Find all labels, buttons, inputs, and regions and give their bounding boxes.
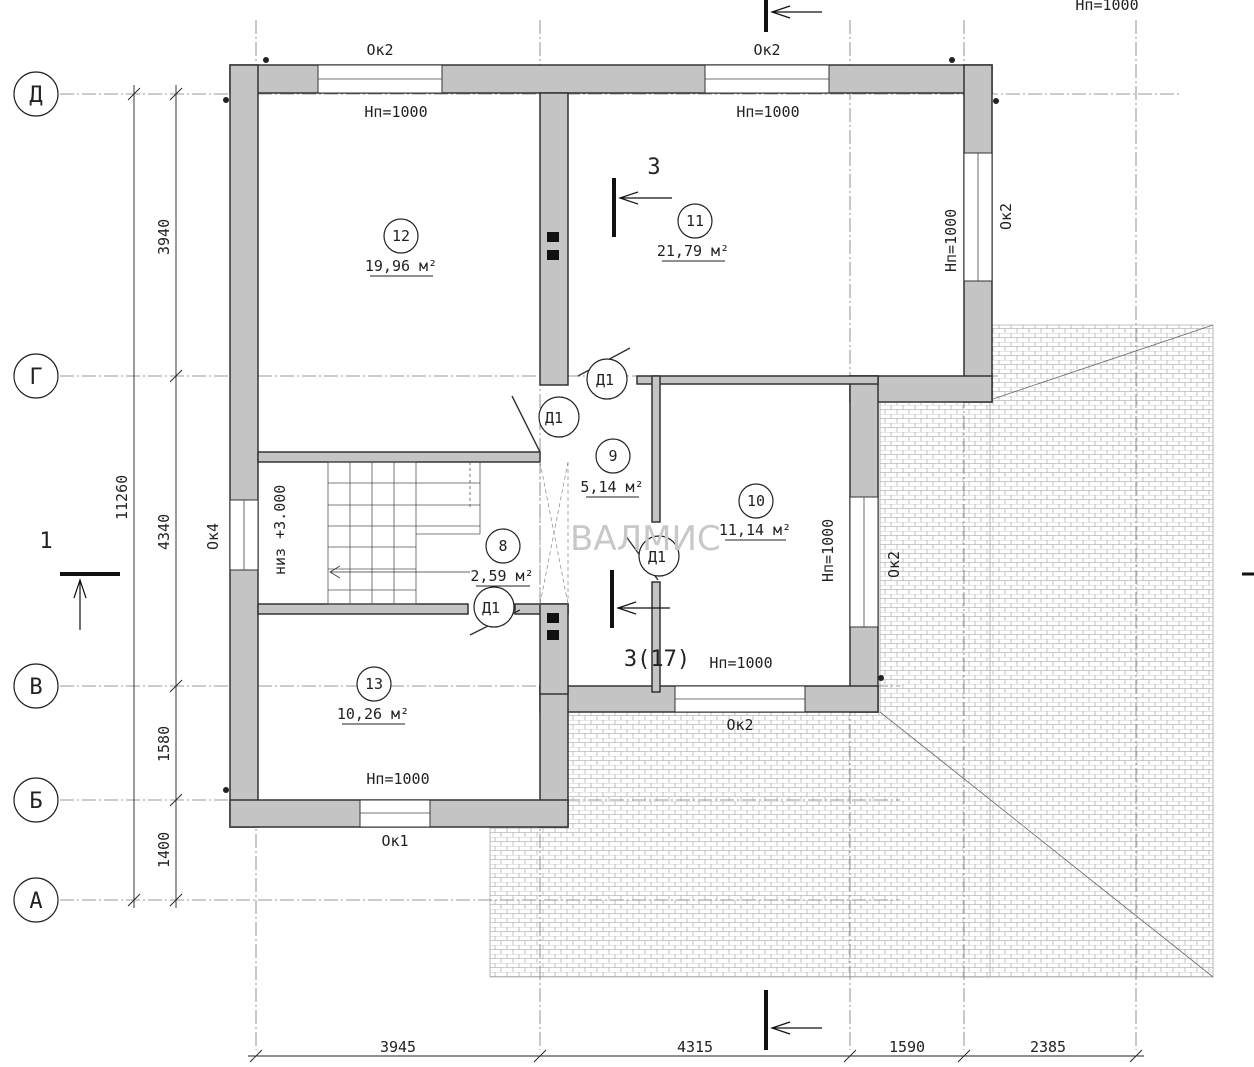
window-label-ok2-room11-right: Ок2 (997, 203, 1015, 230)
sill-label-room13: Нп=1000 (366, 770, 429, 788)
room-area: 21,79 м² (657, 242, 729, 260)
room-number: 12 (392, 227, 410, 245)
section-marks (60, 0, 1254, 1050)
axis-bubble-b: Б (13, 777, 59, 823)
room-number: 8 (498, 537, 507, 555)
room-8: 8 2,59 м² (470, 528, 534, 587)
dimension-h-4: 2385 (1030, 1038, 1066, 1056)
room-number: 13 (365, 675, 383, 693)
door-label-4: Д1 (482, 599, 500, 617)
axis-bubble-d: Д (13, 71, 59, 117)
room-area: 10,26 м² (337, 705, 409, 723)
sill-label-top-right: Нп=1000 (1075, 0, 1138, 14)
corridor-guide (539, 461, 569, 605)
sill-label-room11: Нп=1000 (736, 103, 799, 121)
axis-bubble-v: В (13, 663, 59, 709)
stairs-label: низ +3.000 (271, 485, 289, 575)
roof-ridge-line-1 (879, 711, 1214, 978)
dimension-lines (127, 85, 1144, 1063)
door-label-1: Д1 (545, 409, 563, 427)
roof-ridge-line-2 (989, 324, 1214, 401)
sill-label-room10-right: Нп=1000 (819, 519, 837, 582)
room-12: 12 19,96 м² (365, 218, 437, 277)
window-room-13 (359, 799, 431, 828)
staircase (327, 461, 481, 605)
sill-label-room10-bottom: Нп=1000 (709, 654, 772, 672)
window-label-ok1: Ок1 (381, 832, 408, 850)
door-marks: Д1 Д1 Д1 Д1 (473, 358, 680, 628)
dimension-v-4: 1400 (155, 832, 173, 868)
column-marks (223, 57, 999, 793)
window-label-ok4: Ок4 (204, 523, 222, 550)
sill-label-room12: Нп=1000 (364, 103, 427, 121)
room-area: 5,14 м² (580, 478, 643, 496)
watermark: ВАЛМИС (570, 519, 721, 559)
door-label-2: Д1 (596, 371, 614, 389)
axis-label: Б (29, 789, 42, 814)
axis-label: Д (29, 83, 42, 108)
dimension-v-2: 4340 (155, 514, 173, 550)
vent-blocks (547, 232, 559, 640)
section-label-3-ref: 3(17) (624, 647, 690, 672)
room-9: 9 5,14 м² (580, 438, 644, 498)
room-number: 11 (686, 212, 704, 230)
windows (229, 64, 993, 828)
door-label-3: Д1 (648, 548, 666, 566)
section-label-3: 3 (647, 155, 660, 180)
window-label-ok2-room10-bottom: Ок2 (726, 716, 753, 734)
dimension-v-1: 3940 (155, 219, 173, 255)
window-label-ok2-room12: Ок2 (366, 41, 393, 59)
room-area: 2,59 м² (470, 567, 533, 585)
room-11: 11 21,79 м² (657, 203, 729, 262)
terrace-paving-bottom (489, 399, 991, 978)
window-labels: Ок2 Нп=1000 Ок2 Нп=1000 Нп=1000 Нп=1000 … (204, 0, 1139, 850)
dimension-h-1: 3945 (380, 1038, 416, 1056)
room-number: 9 (608, 447, 617, 465)
axis-label: В (29, 675, 42, 700)
axis-label: А (29, 889, 42, 914)
dimension-v-3: 1580 (155, 726, 173, 762)
room-area: 19,96 м² (365, 257, 437, 275)
room-10: 10 11,14 м² (719, 483, 791, 541)
dimension-h-3: 1590 (889, 1038, 925, 1056)
room-area: 11,14 м² (719, 521, 791, 539)
axis-label: Г (29, 365, 42, 390)
axis-bubble-a: А (13, 877, 59, 923)
window-label-ok2-room11: Ок2 (753, 41, 780, 59)
axis-bubble-g: Г (13, 353, 59, 399)
dimension-h-2: 4315 (677, 1038, 713, 1056)
section-label-1: 1 (39, 529, 52, 554)
room-number: 10 (747, 492, 765, 510)
sill-label-room11-right: Нп=1000 (942, 209, 960, 272)
window-label-ok2-room10-right: Ок2 (885, 551, 903, 578)
room-13: 13 10,26 м² (337, 666, 409, 725)
dimension-overall: 11260 (113, 475, 131, 520)
